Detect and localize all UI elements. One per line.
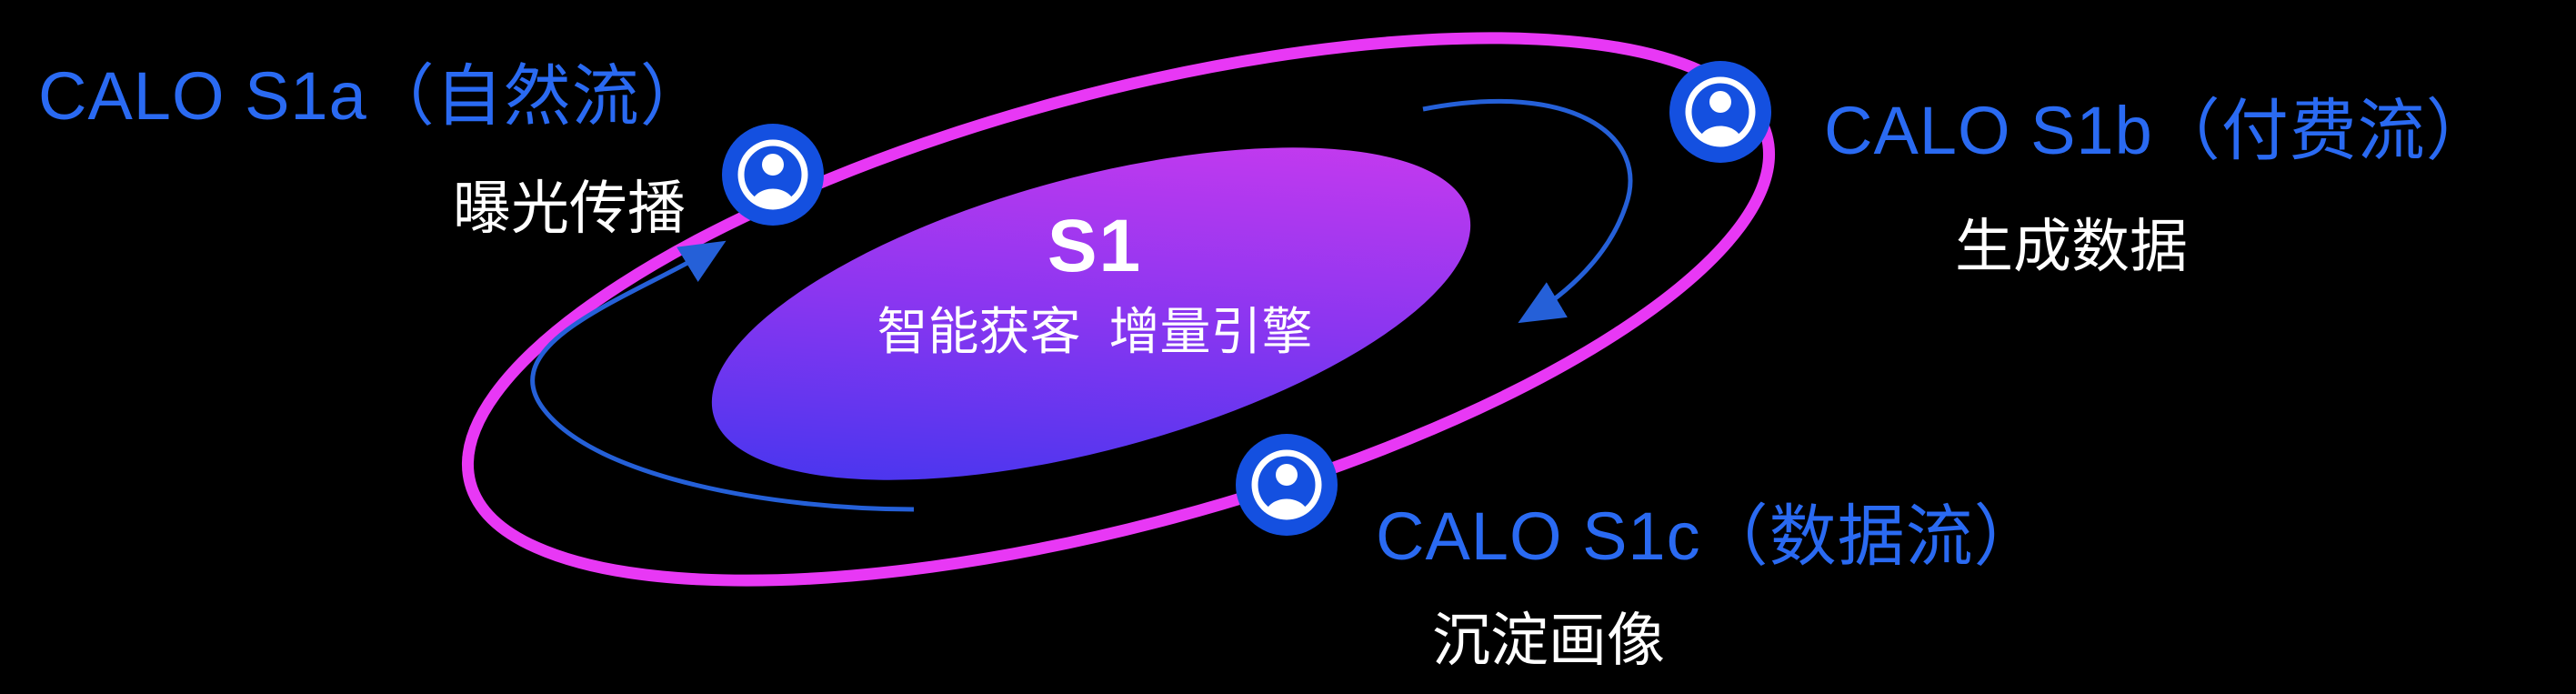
user-icon (1236, 434, 1338, 536)
node-s1c-title: CALO S1c（数据流） (1376, 498, 2042, 574)
user-icon-ring (737, 139, 808, 210)
flow-arrow-left (530, 240, 915, 512)
flow-arrow-right (1422, 99, 1633, 324)
node-s1a-title: CALO S1a（自然流） (38, 58, 708, 134)
node-s1b-title: CALO S1b（付费流） (1824, 93, 2494, 168)
core-ellipse (711, 147, 1471, 480)
node-s1b-subtitle: 生成数据 (1955, 214, 2188, 279)
user-icon-ring (1251, 449, 1322, 520)
core-subtitle: 智能获客 增量引擎 (877, 303, 1313, 360)
user-icon (1669, 61, 1771, 163)
node-s1c-subtitle: 沉淀画像 (1432, 608, 1665, 673)
core-title: S1 (1047, 205, 1143, 287)
user-icon-ring (1685, 76, 1756, 147)
node-s1a-subtitle: 曝光传播 (453, 176, 686, 241)
user-icon (722, 124, 824, 226)
